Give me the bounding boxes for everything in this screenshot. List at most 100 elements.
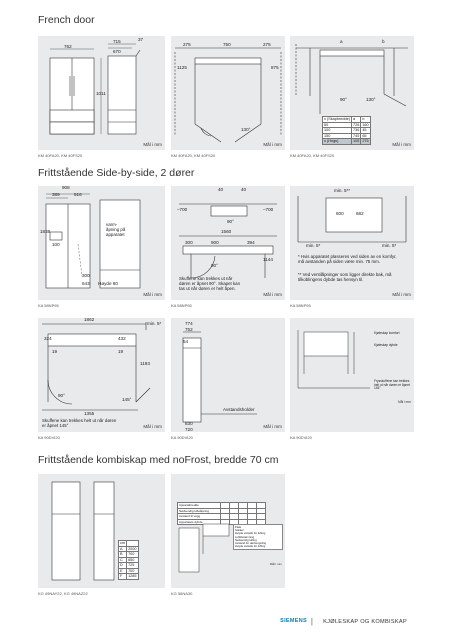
dim-300: 300 <box>82 273 90 278</box>
caption: KA 90DVI20 <box>290 435 312 440</box>
diagram-side-by-side-clearance: min. 5** 600 682 min. 5* min. 5* * Hvis … <box>290 186 414 300</box>
dim-394: 394 <box>247 240 255 245</box>
caption: KM 40FA20, KM 40FS20 <box>290 153 335 158</box>
ka90-side-drawing <box>182 331 257 423</box>
dim-height-60: Høyde 60 <box>98 281 118 286</box>
dim-height: 1838 <box>40 229 51 234</box>
dim-top: 37 <box>138 37 144 42</box>
kg49-front-drawing <box>51 481 115 581</box>
unit-label: Mål i mm <box>143 292 162 297</box>
caption: KM 40FA20, KM 40FS20 <box>38 153 83 158</box>
caption: KG 49NAY22, KG 49NAZ22 <box>38 591 88 596</box>
diagram-french-door-top-view: 275 750 275 1125 875 130° Mål i mm <box>171 36 285 150</box>
unit-label: Mål i mm <box>269 562 282 566</box>
dim-angle-145: 145° <box>122 397 132 402</box>
dim-b: b <box>382 39 385 44</box>
dim-643: 643 <box>82 281 90 286</box>
dim-min-5-top: min. 5** <box>334 188 351 193</box>
section-title-side-by-side: Frittstående Side-by-side, 2 dører <box>38 167 195 179</box>
vent-note-line: åpning på <box>106 227 126 233</box>
legend-item: Nødvendig lufting <box>235 537 257 542</box>
dim-600: 600 <box>336 211 344 216</box>
dim-1144: 1144 <box>263 257 273 262</box>
dim-1355: 1355 <box>84 411 95 416</box>
siemens-logo: SIEMENS <box>280 618 307 624</box>
kg56-drawing <box>178 523 230 573</box>
dim-1560: 1560 <box>221 229 232 234</box>
table-cell: 275 <box>360 138 371 145</box>
dim-40-right: 40 <box>241 187 247 192</box>
dim-a: a <box>340 39 343 44</box>
legend-item: Kjøleskap komfort <box>374 331 400 335</box>
dim-54: 54 <box>183 339 189 344</box>
drawer-note: Skuffene kan trekkes ut når døren er åpn… <box>179 276 241 292</box>
diagram-ka90-clearance: Kjøleskap komfort Kjøleskap dybde Fryssk… <box>290 318 414 432</box>
kg56-spec-table: Apparatbredde Nødvendig lufteåpning Avst… <box>177 502 266 525</box>
dim-width: 762 <box>64 44 72 49</box>
dim-830: 830 <box>185 421 193 426</box>
dim-1193: 1193 <box>140 361 150 366</box>
vent-note-line: varm- <box>106 222 118 227</box>
dim-700-left: –700 <box>177 207 188 212</box>
table-cell: 1285 <box>126 573 139 580</box>
footnote-2: ** Ved ventilåpninger som ligger direkte… <box>298 272 392 283</box>
sbs-top-view-drawing <box>179 203 277 279</box>
dim-min-5-left: min. 5* <box>306 243 321 248</box>
table-cell: x (Skapbredde) <box>322 116 352 123</box>
caption: KG 56NA30 <box>171 591 193 596</box>
dim-angle-130: 130° <box>366 97 376 102</box>
dim-width-3: 389 <box>52 192 60 197</box>
table-cell: 2000 <box>126 545 139 552</box>
spacer-label: Avstandsholder <box>223 407 255 412</box>
unit-label: Mål i mm <box>398 400 411 404</box>
dim-min-5: min. 5* <box>147 321 162 326</box>
caption: KA 58NP95 <box>171 303 192 308</box>
diagram-side-by-side-front: 908 516 389 1838 100 300 varm- åpning på… <box>38 185 165 300</box>
dim-angle-90: 90° <box>227 219 234 224</box>
section-title-french-door: French door <box>38 14 95 26</box>
dim-700-right: –700 <box>263 207 274 212</box>
dim-angle-90-b: 90° <box>211 263 218 268</box>
unit-label: Mål i mm <box>263 292 282 297</box>
sbs-clearance-drawing <box>297 196 407 243</box>
legend-item: Høyde avtrekk for lufting <box>235 531 266 536</box>
dim-right: 275 <box>263 42 271 47</box>
legend-item: Flate <box>235 525 242 529</box>
caption: KM 40FA20, KM 40FS20 <box>171 153 216 158</box>
ka90-top-view-drawing <box>42 322 151 411</box>
dim-middle: 750 <box>223 42 231 47</box>
dim-752: 752 <box>185 327 193 332</box>
legend-item: Kjøleskap dybde <box>374 343 398 347</box>
dim-height: 1011 <box>96 91 106 96</box>
caption: KA 58NP95 <box>38 303 59 308</box>
top-view-drawing <box>174 47 282 143</box>
section-title-combi: Frittstående kombiskap med noFrost, bred… <box>38 454 279 466</box>
caption: KA 90DVI20 <box>171 435 193 440</box>
dim-angle-90: 90° <box>340 97 347 102</box>
fridge-front-drawing <box>49 43 141 135</box>
vent-note-line: apparatet <box>106 232 125 238</box>
dim-432: 432 <box>118 336 126 341</box>
dim-angle-90: 90° <box>58 393 65 398</box>
dim-right-depth: 875 <box>271 65 279 70</box>
caption: KA 90DVI20 <box>38 435 60 440</box>
kg56-legend: Flate Sokkel Høyde avtrekk for lufting L… <box>233 524 283 551</box>
diagram-kg56-installation: Apparatbredde Nødvendig lufteåpning Avst… <box>171 474 285 588</box>
table-cell: x (Hngs) <box>322 138 352 145</box>
legend-item: Høyde avtrekk for lufting <box>235 544 266 549</box>
dim-width-2: 516 <box>74 192 82 197</box>
drawer-note: Skuffene kan trekkes helt ut når døren e… <box>42 418 117 429</box>
legend-item: Sokkel <box>235 528 244 533</box>
unit-label: Mål i mm <box>263 142 282 147</box>
vent-note: varm- åpning på apparatet <box>106 222 150 237</box>
legend-item: Lufttilstrømning <box>235 534 255 539</box>
unit-label: Mål i mm <box>392 142 411 147</box>
dim-324: 324 <box>44 336 52 341</box>
table-cell: b <box>360 116 371 123</box>
table-cell: 160 <box>360 121 371 128</box>
diagram-french-door-front: 762 715 670 37 1011 Mål i mm <box>38 36 165 150</box>
